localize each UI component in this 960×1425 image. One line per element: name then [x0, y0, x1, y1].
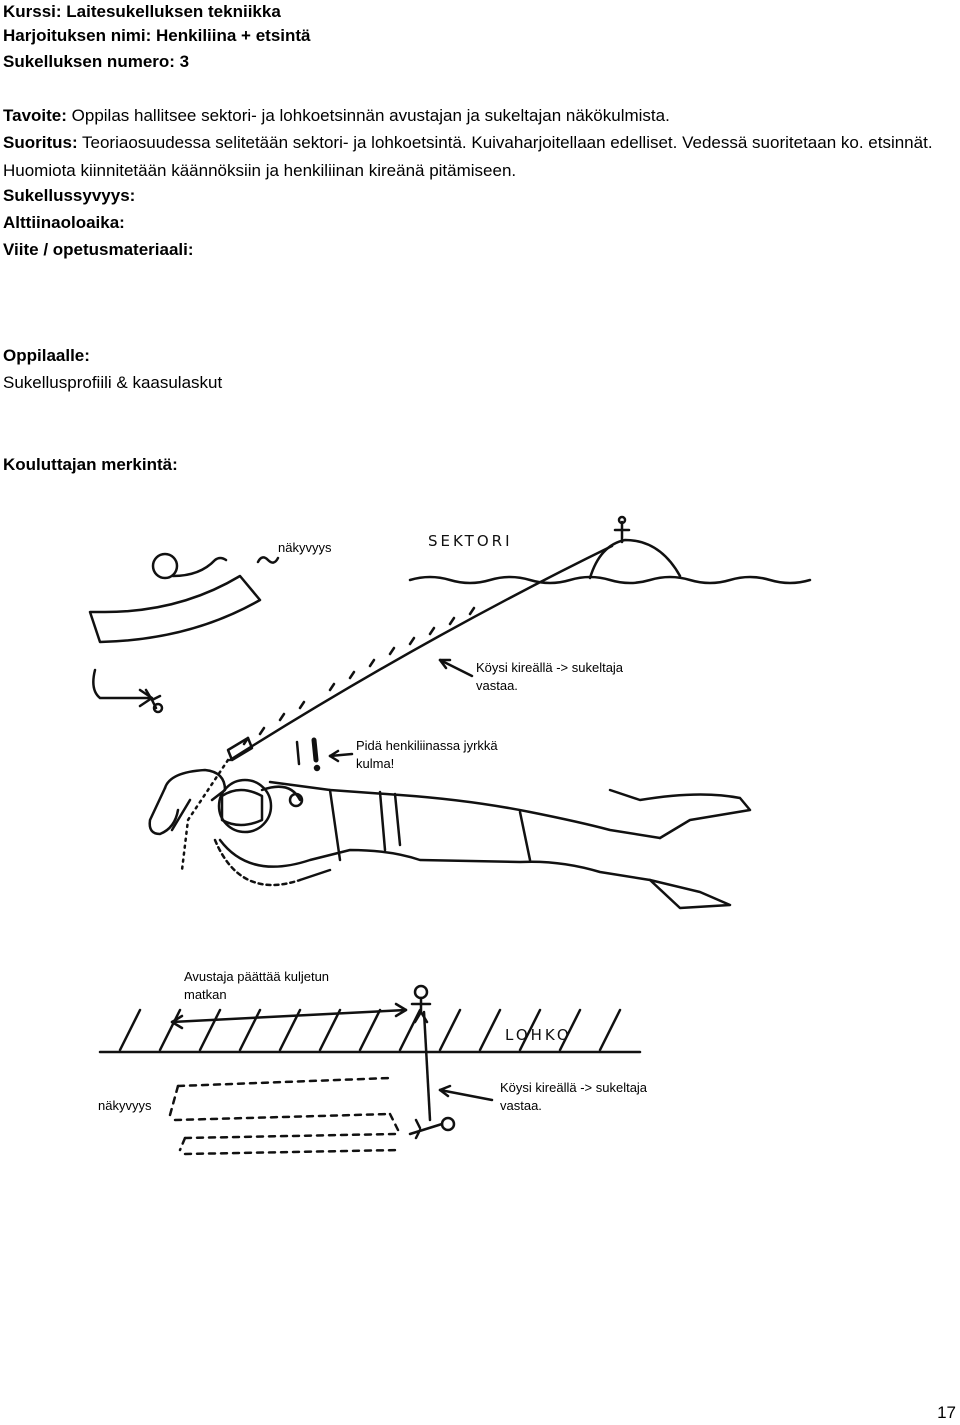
block-title: LOHKO — [505, 1026, 572, 1044]
sector-rope — [180, 544, 614, 872]
sector-angle-note-line2: kulma! — [356, 756, 395, 771]
block-assistant-note-line2: matkan — [184, 987, 227, 1002]
goal-label: Tavoite: — [3, 106, 67, 125]
sector-angle-note-line1: Pidä henkiliinassa jyrkkä — [356, 738, 498, 753]
depth-label: Sukellussyvyys: — [3, 186, 136, 205]
bottom-time-label: Alttiinaoloaika: — [3, 213, 125, 232]
note-arrows — [328, 658, 474, 763]
sector-title: SEKTORI — [428, 532, 513, 550]
block-illustration — [98, 984, 642, 1156]
sector-arc-illustration — [88, 552, 280, 714]
block-rope-note-line1: Köysi kireällä -> sukeltaja — [500, 1080, 648, 1095]
student-text: Sukellusprofiili & kaasulaskut — [3, 373, 223, 392]
block-visibility: näkyvyys — [98, 1098, 152, 1113]
block-rope-note-line2: vastaa. — [500, 1098, 542, 1113]
goal-text: Oppilas hallitsee sektori- ja lohkoetsin… — [66, 106, 670, 125]
page-number: 17 — [937, 1403, 956, 1422]
execution-text: Teoriaosuudessa selitetään sektori- ja l… — [3, 133, 933, 180]
sector-rope-note-line2: vastaa. — [476, 678, 518, 693]
dive-number: Sukelluksen numero: 3 — [3, 52, 190, 71]
course-title: Kurssi: Laitesukelluksen tekniikka — [3, 2, 281, 21]
student-label: Oppilaalle: — [3, 346, 90, 365]
warning-icon — [295, 737, 321, 772]
instructor-label: Kouluttajan merkintä: — [3, 455, 178, 474]
sector-surface — [408, 515, 812, 585]
sector-visibility: näkyvyys — [278, 540, 332, 555]
reference-label: Viite / opetusmateriaali: — [3, 240, 194, 259]
block-assistant-note-line1: Avustaja päättää kuljetun — [184, 969, 330, 984]
goal-paragraph: Tavoite: Oppilas hallitsee sektori- ja l… — [3, 102, 953, 130]
execution-paragraph: Suoritus: Teoriaosuudessa selitetään sek… — [3, 129, 953, 185]
sector-rope-note-line1: Köysi kireällä -> sukeltaja — [476, 660, 624, 675]
execution-label: Suoritus: — [3, 133, 78, 152]
exercise-name: Harjoituksen nimi: Henkiliina + etsintä — [3, 26, 311, 45]
buoy-icon — [151, 552, 179, 580]
wave-icon — [256, 556, 280, 564]
diver-illustration — [148, 768, 752, 910]
